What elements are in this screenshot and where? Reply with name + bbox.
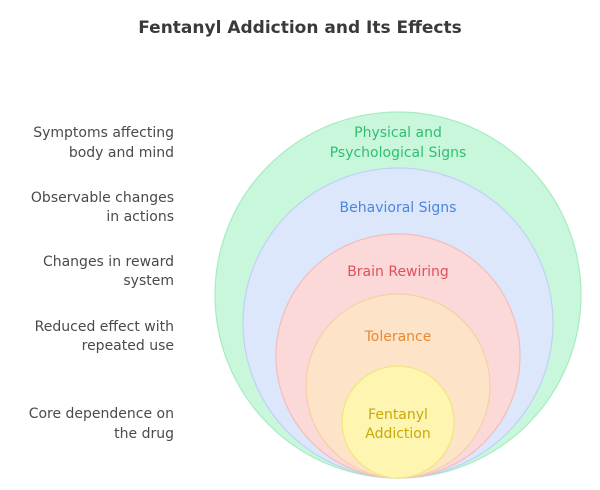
description-brain: Changes in reward [43, 254, 174, 270]
ring-label-fentanyl: Addiction [365, 426, 431, 442]
ring-label-tolerance: Tolerance [364, 329, 432, 345]
diagram-title: Fentanyl Addiction and Its Effects [138, 18, 462, 38]
ring-label-behavioral: Behavioral Signs [340, 200, 457, 216]
ring-label-brain: Brain Rewiring [347, 264, 449, 280]
description-brain: system [123, 273, 174, 289]
ring-label-physical: Physical and [354, 125, 442, 141]
circles-group [214, 111, 582, 479]
description-physical: body and mind [69, 145, 174, 161]
description-fentanyl: the drug [114, 426, 174, 442]
ring-label-physical: Psychological Signs [330, 145, 467, 161]
descriptions-group: Symptoms affecting body and mindObservabl… [29, 125, 174, 442]
description-fentanyl: Core dependence on [29, 406, 174, 422]
description-physical: Symptoms affecting [33, 125, 174, 141]
ring-label-fentanyl: Fentanyl [368, 407, 428, 423]
description-behavioral: in actions [106, 209, 174, 225]
circle-fentanyl [341, 365, 455, 479]
description-tolerance: Reduced effect with [35, 319, 174, 335]
description-tolerance: repeated use [82, 338, 174, 354]
description-behavioral: Observable changes [31, 190, 174, 206]
